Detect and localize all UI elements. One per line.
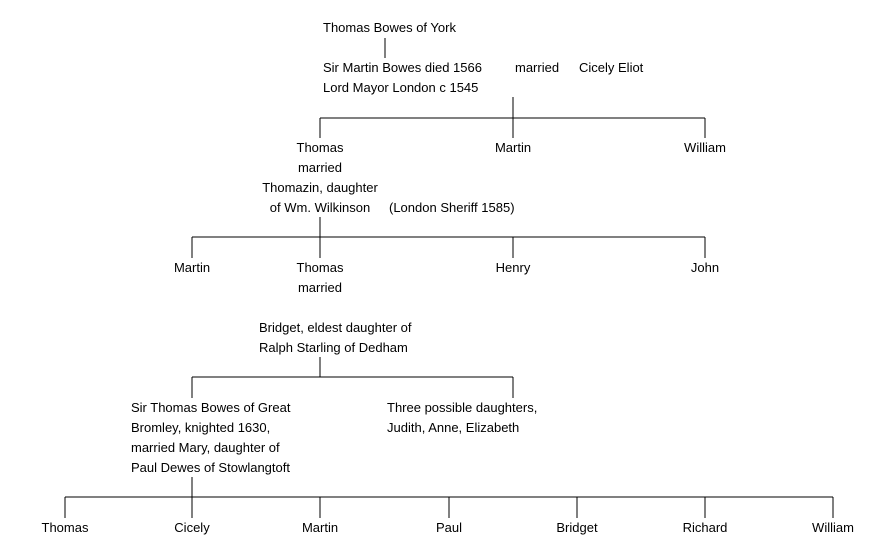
gen3-john: John — [690, 260, 720, 275]
gen5-child: Richard — [682, 520, 728, 535]
gen5-child: Thomas — [41, 520, 89, 535]
gen2-thomas-married: married — [297, 160, 343, 175]
daughters-line1: Three possible daughters, — [387, 400, 538, 415]
gen2-thomas: Thomas — [296, 140, 344, 155]
sir-thomas-line4: Paul Dewes of Stowlangtoft — [131, 460, 290, 475]
gen5-child: William — [812, 520, 854, 535]
gen3-henry: Henry — [495, 260, 531, 275]
gen2-william: William — [684, 140, 726, 155]
gen3-thomas-married: married — [297, 280, 343, 295]
gen2-thomas-wife-line2: of Wm. Wilkinson — [269, 200, 371, 215]
gen2-thomas-wife-note: (London Sheriff 1585) — [389, 200, 515, 215]
gen2-martin: Martin — [494, 140, 532, 155]
martin-bowes-line2: Lord Mayor London c 1545 — [323, 80, 479, 95]
gen5-child: Paul — [435, 520, 463, 535]
gen5-child: Martin — [301, 520, 339, 535]
married-label: married — [515, 60, 560, 75]
gen3-martin: Martin — [173, 260, 211, 275]
gen3-wife-line2: Ralph Starling of Dedham — [259, 340, 408, 355]
sir-thomas-line2: Bromley, knighted 1630, — [131, 420, 271, 435]
daughters-line2: Judith, Anne, Elizabeth — [387, 420, 520, 435]
sir-thomas-line3: married Mary, daughter of — [131, 440, 280, 455]
gen5-child: Cicely — [174, 520, 210, 535]
martin-bowes-line1: Sir Martin Bowes died 1566 — [323, 60, 482, 75]
gen2-thomas-wife-line1: Thomazin, daughter — [262, 180, 378, 195]
gen3-wife-line1: Bridget, eldest daughter of — [259, 320, 412, 335]
gen3-thomas: Thomas — [296, 260, 344, 275]
sir-thomas-line1: Sir Thomas Bowes of Great — [131, 400, 291, 415]
spouse-cicely-eliot: Cicely Eliot — [579, 60, 644, 75]
root-ancestor: Thomas Bowes of York — [323, 20, 456, 35]
gen5-child: Bridget — [556, 520, 598, 535]
